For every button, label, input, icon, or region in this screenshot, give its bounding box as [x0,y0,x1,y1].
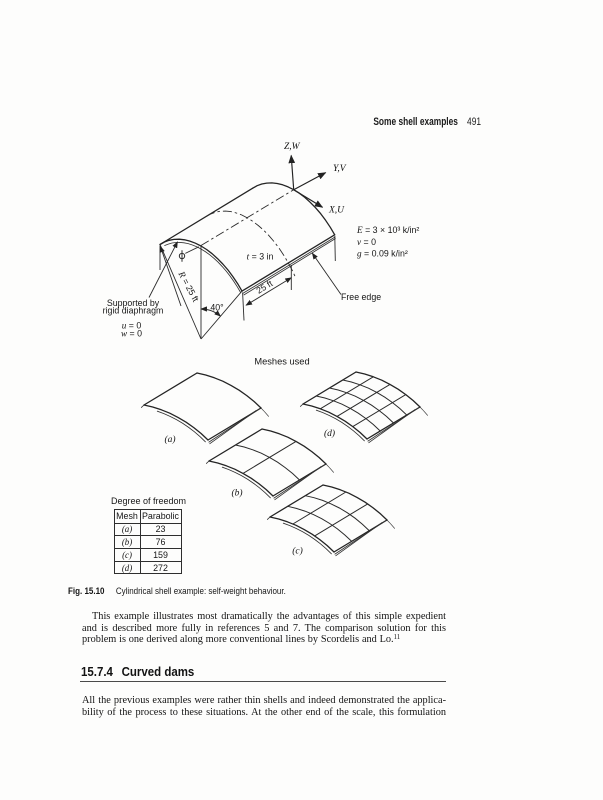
meshes-title: Meshes used [254,357,309,367]
material-nu: ν = 0 [357,237,376,247]
figure-caption-label: Fig. 15.10 [68,585,105,596]
section-rule [80,680,446,682]
figure-annotations: Supported by rigid diaphragm u = 0 w = 0… [103,225,420,339]
figure-15-10: Z,W Y,V X,U Supported by [103,142,428,557]
thickness-label: t = 3 in [247,252,274,262]
running-head-title: Some shell examples [373,115,458,128]
paragraph-1-line-2: and is described more fully in reference… [82,622,446,634]
dof-header-row: Mesh Parabolic [113,509,182,524]
coordinate-axes: Z,W Y,V X,U [284,142,347,216]
mesh-b-label: (b) [231,488,242,499]
section-title: Curved dams [121,663,195,679]
construction-lines [159,235,336,340]
paragraph-2: All the previous examples were rather th… [82,695,446,718]
paragraph-1-line-3-text: problem is one derived along more conven… [82,634,394,646]
leader-arrows [148,241,342,307]
section-number: 15.7.4 [81,663,113,679]
centreline-symbol [178,246,199,262]
paragraph-2-line-2: bility of the process to these situation… [82,706,446,718]
figure-caption-text: Cylindrical shell example: self-weight b… [115,585,286,596]
dof-table-title: Degree of freedom [111,496,187,506]
support-label-line2: rigid diaphragm [103,306,164,316]
span-label: 25 ft [255,278,275,296]
mesh-c-label: (c) [292,546,303,557]
dof-row-b: (b) 76 [113,535,182,549]
mesh-c [266,484,395,557]
mesh-d [299,371,428,444]
support-bc-w: w = 0 [121,329,142,339]
support-bc-u: u = 0 [122,321,142,331]
page-number: 491 [467,115,481,128]
section-heading: 15.7.4 Curved dams [81,664,194,679]
dof-table: Mesh Parabolic (a) 23 (b) 76 (c) 159 (d)… [113,509,182,575]
radius-label: R = 25 ft [176,269,201,304]
material-g: g = 0.09 k/in² [357,249,408,259]
paragraph-1-line-3: problem is one derived along more conven… [82,634,446,646]
dof-col-mesh: Mesh [113,509,141,524]
dof-row-d: (d) 272 [113,560,182,575]
running-head: Some shell examples 491 [115,115,481,128]
material-e: E = 3 × 10³ k/in² [356,225,419,235]
paragraph-1-line-1: This example illustrates most dramatical… [92,611,446,622]
mesh-b [205,428,334,501]
section-lines [200,189,297,279]
dof-row-c: (c) 159 [113,547,182,562]
angle-label: 40° [210,303,223,313]
z-axis-label: Z,W [284,142,301,152]
mesh-a-label: (a) [164,434,175,445]
dof-row-a: (a) 23 [113,522,182,537]
citation-superscript: 11 [393,633,401,641]
mesh-d-label: (d) [324,428,335,439]
support-label-line1: Supported by [107,298,160,308]
figure-caption: Fig. 15.10 Cylindrical shell example: sel… [68,586,541,596]
free-edge-label: Free edge [341,292,381,302]
mesh-a [140,372,269,445]
paragraph-2-line-1: All the previous examples were rather th… [82,695,446,706]
x-axis-label: X,U [328,206,345,216]
y-axis-label: Y,V [333,164,347,174]
dof-col-parabolic: Parabolic [139,509,182,524]
paragraph-1: This example illustrates most dramatical… [82,611,446,646]
